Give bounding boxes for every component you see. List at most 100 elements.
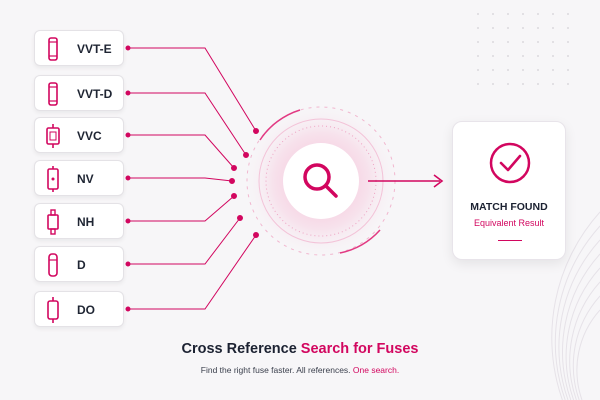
headline-accent: Search for Fuses [300, 341, 419, 357]
connector-dot [253, 232, 259, 238]
wave-line [565, 267, 600, 400]
grid-dot [507, 69, 509, 71]
fuse-label: VVT-E [77, 42, 112, 56]
grid-dot [477, 83, 479, 85]
connector-line [128, 217, 241, 265]
headline: Cross Reference Search for Fuses [0, 341, 600, 357]
fuse-card-nv[interactable]: NV [34, 160, 124, 196]
tagline-accent: One search. [352, 365, 400, 375]
grid-dot [537, 55, 539, 57]
grid-dot [507, 55, 509, 57]
grid-dot [492, 55, 494, 57]
fuse-label: NV [77, 172, 94, 186]
wave-line [576, 309, 600, 400]
grid-dot [552, 69, 554, 71]
fuse-ferrule-icon [48, 82, 58, 106]
tagline-text: Find the right fuse faster. All referenc… [200, 365, 353, 375]
grid-dot [537, 27, 539, 29]
grid-dot [492, 13, 494, 15]
grid-dot [522, 41, 524, 43]
fuse-card-vvt-d[interactable]: VVT-D [34, 75, 124, 111]
result-subtitle: Equivalent Result [473, 218, 545, 228]
grid-dot [477, 41, 479, 43]
grid-dot [567, 83, 569, 85]
fuse-knife-icon [47, 166, 59, 192]
grid-dot [567, 13, 569, 15]
result-divider [498, 240, 522, 241]
grid-dot [522, 27, 524, 29]
grid-dot [537, 83, 539, 85]
fuse-cartridge-icon [48, 253, 58, 277]
dot-grid-decoration [477, 13, 569, 85]
connector-dot [229, 178, 235, 184]
grid-dot [537, 41, 539, 43]
connector-dot [125, 175, 131, 181]
grid-dot [507, 13, 509, 15]
grid-dot [552, 83, 554, 85]
fuse-knife-blade-icon [47, 209, 59, 235]
grid-dot [567, 55, 569, 57]
connector-dot [125, 45, 131, 51]
grid-dot [567, 69, 569, 71]
wave-line [572, 295, 600, 400]
wave-line [558, 239, 600, 400]
grid-dot [507, 83, 509, 85]
grid-dot [477, 69, 479, 71]
search-circle [283, 143, 359, 219]
result-title: MATCH FOUND [470, 201, 548, 213]
wave-lines-decoration [551, 211, 600, 400]
search-icon [303, 163, 338, 198]
connector-dot [253, 128, 259, 134]
fuse-card-d[interactable]: D [34, 246, 124, 282]
grid-dot [567, 27, 569, 29]
center-arc-accent-2 [339, 229, 381, 254]
grid-dot [477, 27, 479, 29]
connector-dot [125, 261, 131, 267]
grid-dot [552, 13, 554, 15]
grid-dot [552, 55, 554, 57]
connector-dot [231, 193, 237, 199]
grid-dot [492, 27, 494, 29]
grid-dot [522, 55, 524, 57]
headline-text: Cross Reference [181, 341, 301, 357]
wave-line [562, 253, 600, 400]
connector-dot [125, 218, 131, 224]
grid-dot [552, 41, 554, 43]
fuse-card-do[interactable]: DO [34, 291, 124, 327]
fuse-label: NH [77, 215, 95, 229]
grid-dot [477, 13, 479, 15]
connector-line [128, 134, 235, 169]
fuse-block-icon [46, 124, 60, 148]
grid-dot [507, 27, 509, 29]
fuse-card-vvc[interactable]: VVC [34, 117, 124, 153]
fuse-card-vvt-e[interactable]: VVT-E [34, 30, 124, 66]
center-arc-accent [259, 109, 301, 141]
tagline: Find the right fuse faster. All referenc… [0, 365, 600, 375]
wave-line [569, 281, 600, 400]
fuse-card-nh[interactable]: NH [34, 203, 124, 239]
fuse-label: D [77, 258, 86, 272]
fuse-label: VVC [77, 129, 102, 143]
connector-line [128, 47, 257, 132]
connector-dot [125, 306, 131, 312]
connector-line [128, 234, 257, 310]
connector-dot [125, 90, 131, 96]
wave-line [551, 211, 600, 400]
fuse-label: DO [77, 303, 95, 317]
grid-dot [492, 83, 494, 85]
connector-line [128, 195, 235, 222]
fuse-cartridge-small-icon [47, 297, 59, 323]
grid-dot [492, 69, 494, 71]
connector-dot [125, 132, 131, 138]
grid-dot [507, 41, 509, 43]
connector-line [128, 92, 247, 156]
grid-dot [537, 13, 539, 15]
checkmark-circle-icon [489, 142, 531, 184]
grid-dot [567, 41, 569, 43]
arrow-head [433, 174, 444, 188]
connector-dot [237, 215, 243, 221]
connector-dot [231, 165, 237, 171]
grid-dot [492, 41, 494, 43]
